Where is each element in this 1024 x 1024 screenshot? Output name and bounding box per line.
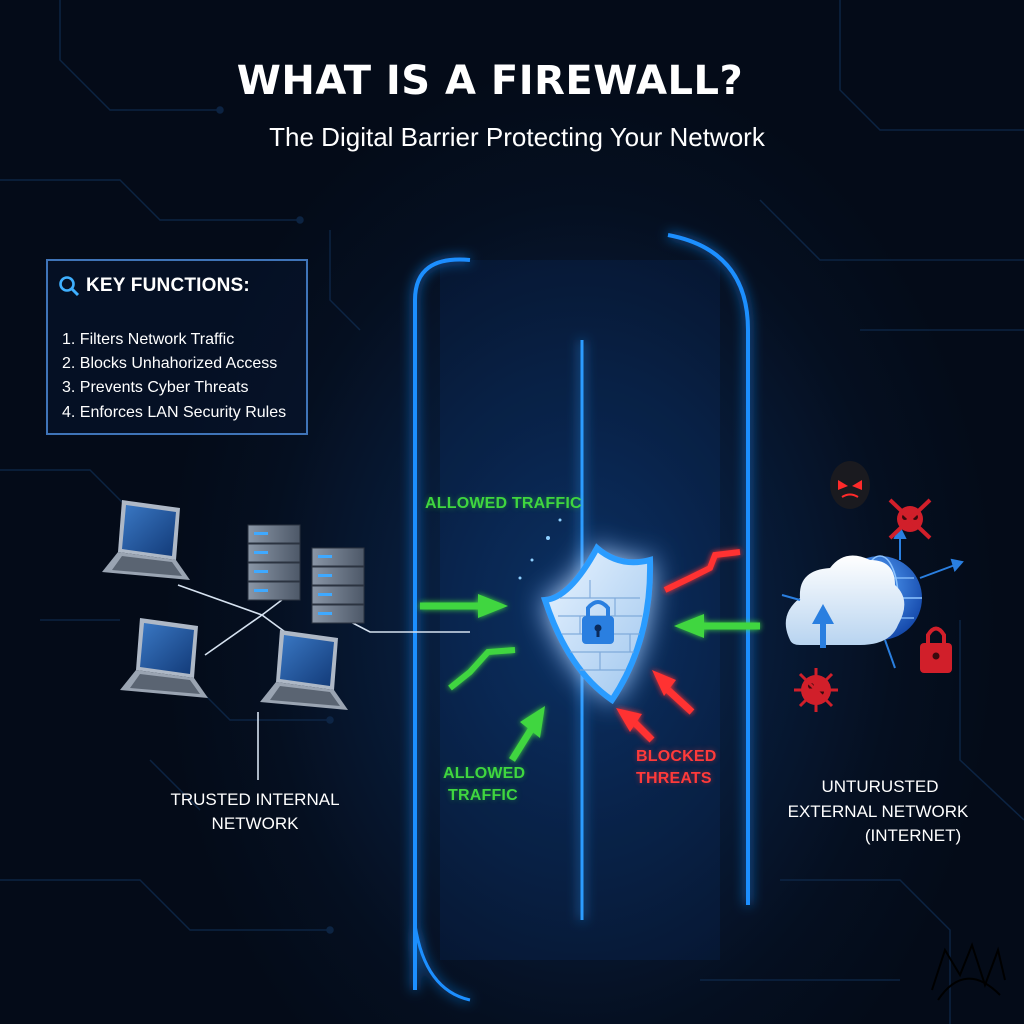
virus-icon [794,668,838,712]
network-rays [781,525,964,669]
cloud-icon [785,555,905,648]
key-functions-header: KEY FUNCTIONS: [58,275,250,297]
key-function-item: 1. Filters Network Traffic [62,331,235,348]
blocked-arrow-mid [652,670,695,715]
key-function-item: 4. Enforces LAN Security Rules [62,404,287,421]
trusted-network-label-line2: NETWORK [211,814,299,833]
key-functions-panel [46,259,308,435]
allowed-arrow-lower [448,647,516,691]
laptop-icon [260,630,348,710]
search-icon [59,276,80,297]
untrusted-network-label-line1: UNTURUSTED [821,777,939,796]
allowed-traffic-label: ALLOWED TRAFFIC [425,495,582,512]
blocked-arrow-low [616,708,655,743]
hacker-icon [830,461,870,509]
server-rack-icon [247,524,301,601]
allowed-traffic-label-line2: TRAFFIC [448,787,518,804]
untrusted-network-label-line2: EXTERNAL NETWORK [787,802,969,821]
sparkles [518,518,562,580]
skull-icon [888,498,932,540]
laptop-icon [120,618,208,698]
key-function-item: 2. Blocks Unhahorized Access [62,355,278,372]
signature [931,942,1006,1001]
padlock-icon [582,600,614,644]
key-function-item: 3. Prevents Cyber Threats [62,379,249,396]
allowed-arrow-right [674,614,760,638]
allowed-traffic-label-line1: ALLOWED [443,765,526,782]
padlock-icon [920,626,952,673]
server-rack-icon [311,547,365,624]
blocked-threats-label-line1: BLOCKED [636,748,717,765]
untrusted-network-label-line3: (INTERNET) [864,826,962,845]
page-title: WHAT IS A FIREWALL? [236,58,744,104]
blocked-threats-label-line2: THREATS [636,770,712,787]
allowed-arrow-up [509,706,545,762]
page-subtitle: The Digital Barrier Protecting Your Netw… [269,122,765,152]
laptop-icon [102,500,190,580]
blocked-arrow-top [663,549,741,593]
trusted-network-label-line1: TRUSTED INTERNAL [170,790,340,809]
key-functions-title: KEY FUNCTIONS: [86,275,250,296]
allowed-arrow-left [420,594,508,618]
